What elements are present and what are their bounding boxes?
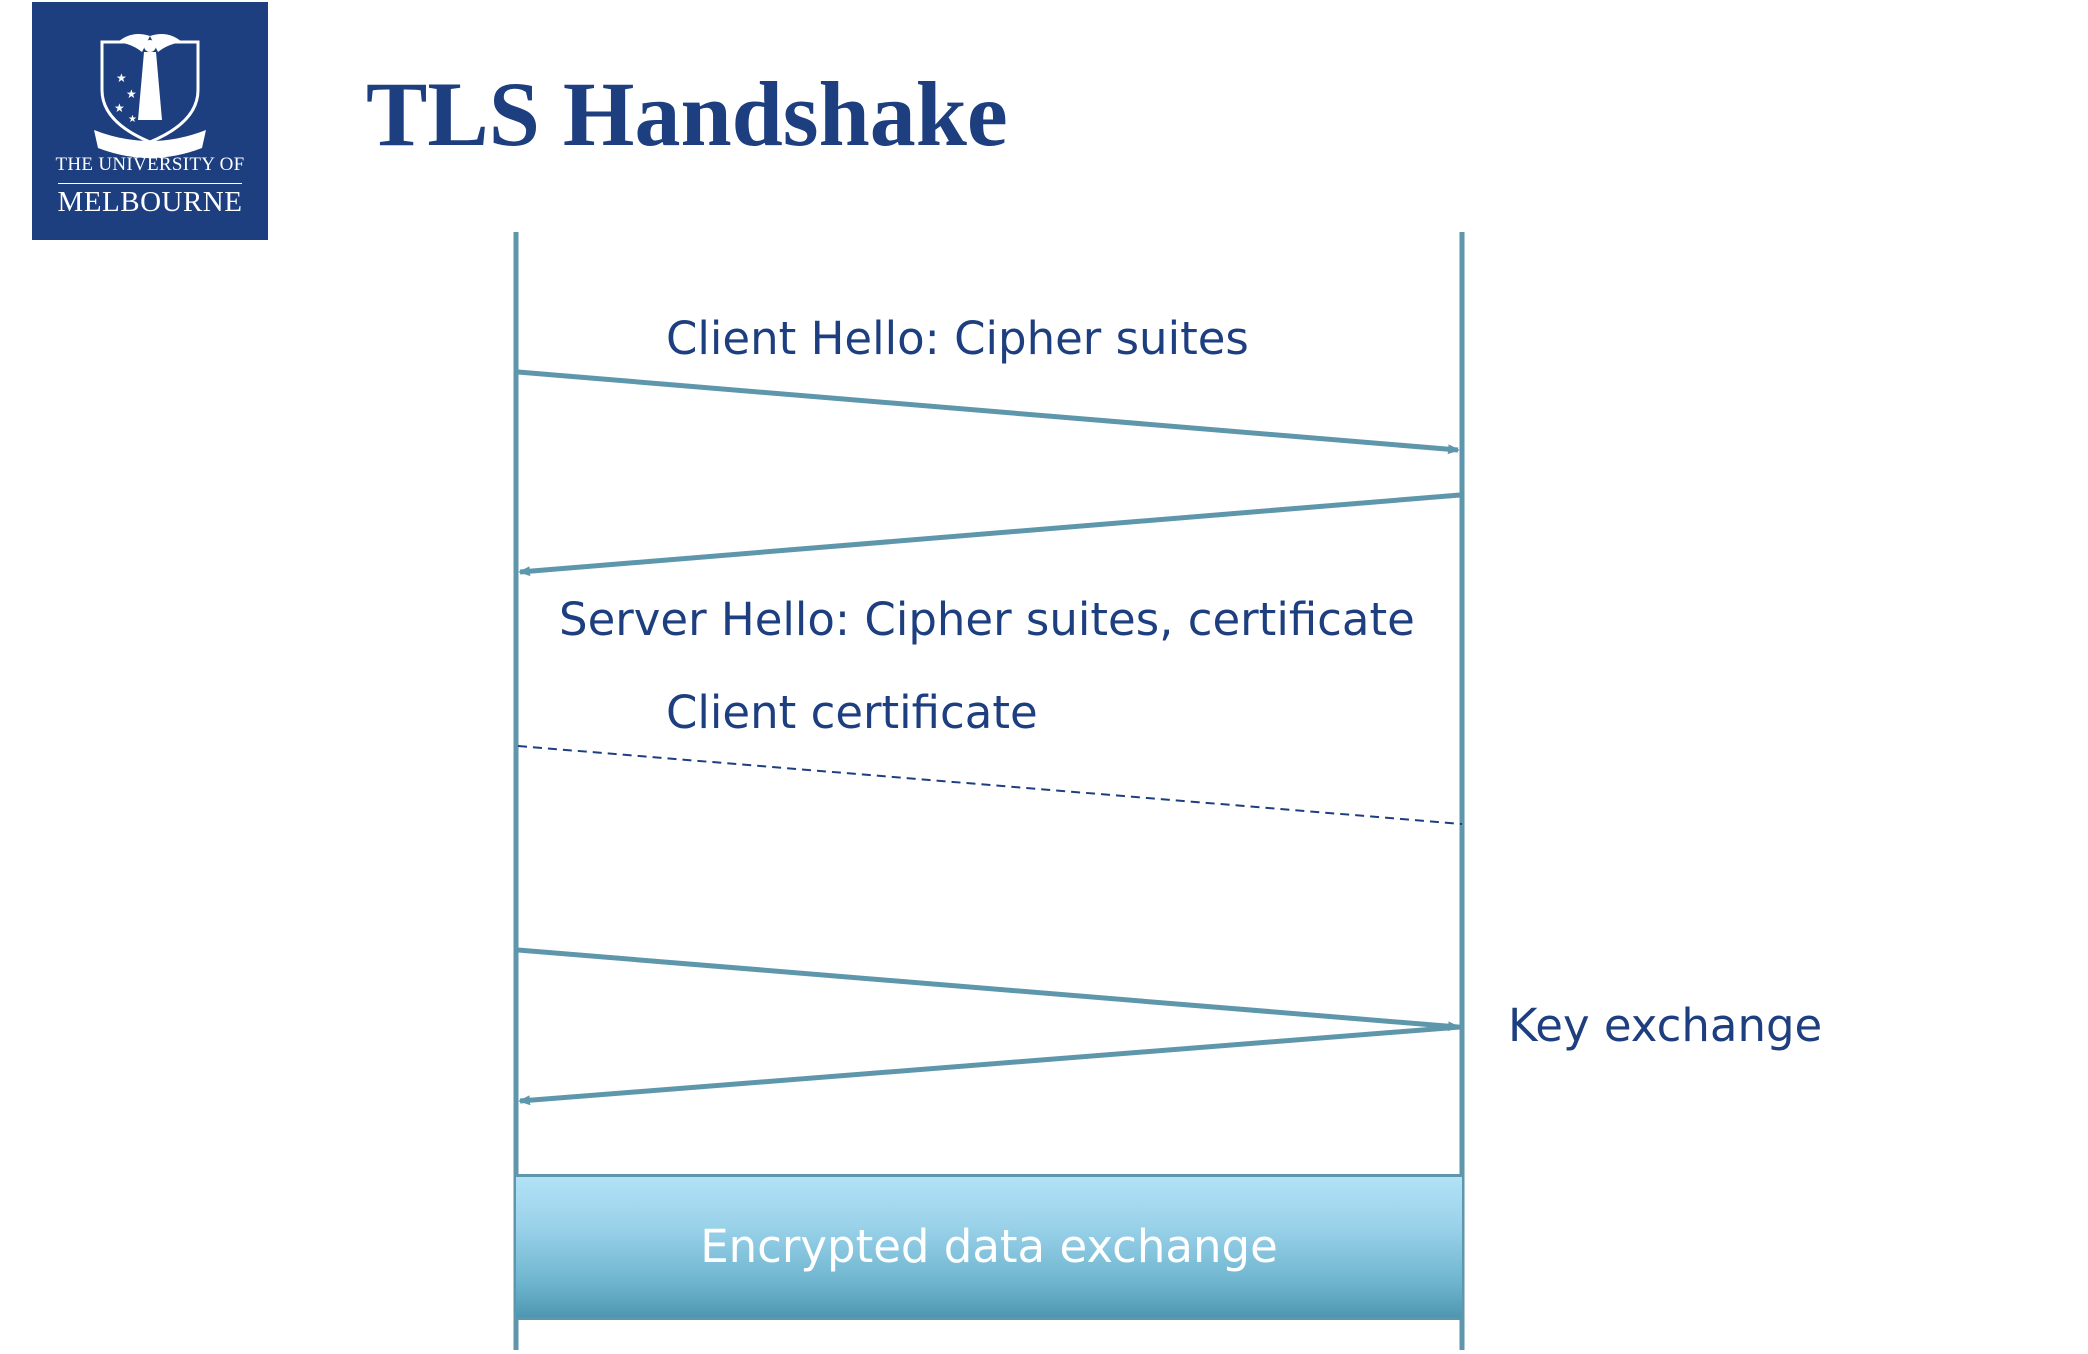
svg-text:★: ★ <box>114 101 125 115</box>
key-exchange-arrow-to-client <box>518 1024 1461 1106</box>
encrypted-data-exchange-box: Encrypted data exchange <box>516 1174 1462 1320</box>
university-logo: ★ ★ ★ ★ THE UNIVERSITY OF MELBOURNE <box>32 2 268 240</box>
svg-text:★: ★ <box>116 71 127 85</box>
crest-icon: ★ ★ ★ ★ <box>94 34 206 158</box>
logo-divider <box>58 183 242 184</box>
logo-text-line2: MELBOURNE <box>57 186 243 218</box>
slide-title: TLS Handshake <box>366 63 1008 165</box>
server-hello-label: Server Hello: Cipher suites, certificate <box>559 593 1415 646</box>
client-hello-arrow <box>517 369 1460 455</box>
key-exchange-label: Key exchange <box>1508 999 1823 1052</box>
client-hello-label: Client Hello: Cipher suites <box>666 312 1249 365</box>
client-certificate-label: Client certificate <box>666 686 1038 739</box>
key-exchange-arrow-to-server <box>517 947 1460 1032</box>
client-certificate-arrow <box>517 745 1463 825</box>
logo-text-line1: THE UNIVERSITY OF <box>55 154 245 175</box>
server-hello-arrow <box>518 492 1461 577</box>
svg-text:★: ★ <box>128 114 137 125</box>
svg-text:★: ★ <box>126 87 137 101</box>
encrypted-data-exchange-label: Encrypted data exchange <box>700 1220 1278 1273</box>
